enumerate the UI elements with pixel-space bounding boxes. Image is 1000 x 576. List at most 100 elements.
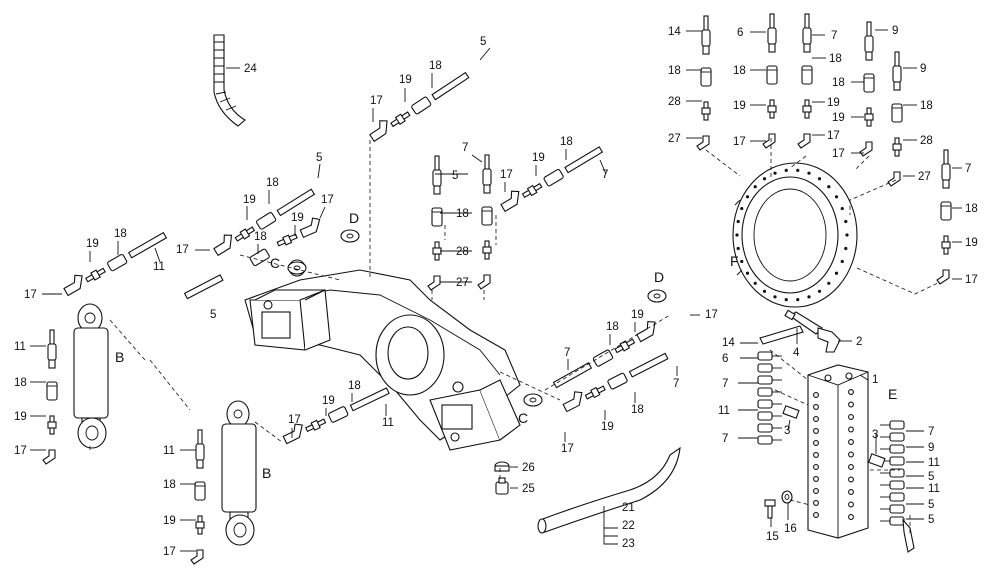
- ring-hole: [796, 168, 800, 172]
- coupling-nut: [411, 96, 432, 115]
- coupling-nut: [863, 73, 875, 93]
- manifold-port: [813, 476, 819, 482]
- callout-18: 18: [266, 177, 279, 189]
- ring-hole: [840, 259, 844, 264]
- washer-16: [781, 490, 793, 504]
- callout-19: 19: [399, 74, 412, 86]
- adapter-fitting: [889, 480, 905, 490]
- callout-D: D: [349, 210, 359, 226]
- coupling-nut: [700, 67, 712, 87]
- elbow-fitting: [500, 190, 520, 213]
- callout-7: 7: [462, 142, 468, 154]
- straight-adapter-hex: [864, 113, 874, 121]
- callout-23: 23: [622, 538, 635, 550]
- callout-27: 27: [668, 133, 681, 145]
- inline-fitting: [369, 120, 388, 143]
- callout-28: 28: [668, 96, 681, 108]
- callout-18: 18: [456, 208, 469, 220]
- elbow-fitting: [427, 275, 441, 291]
- hose-end-14-manifold: [759, 325, 804, 345]
- inline-fitting: [411, 96, 432, 115]
- ring-hole: [784, 298, 788, 302]
- coupling-nut: [328, 406, 349, 423]
- callout-17: 17: [176, 244, 189, 256]
- inline-fitting: [107, 254, 128, 272]
- hose-end-tip: [196, 459, 204, 469]
- hose-end-stem: [703, 15, 709, 31]
- inline-fitting: [213, 234, 233, 257]
- callout-3: 3: [784, 425, 790, 437]
- manifold-port: [848, 401, 854, 408]
- callout-28: 28: [456, 246, 469, 258]
- hose-end-stem: [769, 13, 775, 29]
- adapter-fitting: [757, 351, 773, 361]
- adapter-hex: [90, 269, 101, 281]
- callout-21: 21: [622, 502, 635, 514]
- inline-fitting: [543, 168, 564, 187]
- callout-18: 18: [733, 65, 746, 77]
- ring-hole: [773, 171, 777, 175]
- plain-washer-hole: [653, 293, 661, 299]
- ring-hole: [735, 233, 739, 237]
- manifold-right-fittings: [880, 420, 915, 553]
- callout-5: 5: [480, 36, 486, 48]
- callout-C: C: [270, 255, 280, 271]
- ring-hole: [762, 289, 767, 293]
- hose-end-body: [47, 343, 57, 361]
- inline-fitting: [564, 146, 604, 174]
- hose-end-tip: [942, 179, 950, 189]
- hose-end-stem: [804, 13, 810, 29]
- straight-adapter-hex: [767, 105, 777, 113]
- callout-22: 22: [622, 520, 635, 532]
- leader-line: [859, 374, 869, 381]
- callout-7: 7: [673, 378, 679, 390]
- manifold-port: [848, 501, 854, 508]
- manifold-port: [848, 439, 854, 445]
- callout-11: 11: [163, 445, 175, 457]
- protective-hose-21: [537, 446, 681, 534]
- coupling-nut: [481, 206, 493, 226]
- callout-19: 19: [243, 194, 256, 206]
- callout-11: 11: [14, 341, 26, 353]
- manifold-port: [848, 451, 854, 458]
- hose-end-stem: [894, 51, 900, 67]
- ring-hole: [736, 219, 740, 224]
- adapter-fitting: [889, 492, 905, 502]
- callout-18: 18: [163, 479, 176, 491]
- hose-end-tip: [865, 51, 873, 61]
- ring-hole: [796, 298, 800, 302]
- ring-hole: [840, 206, 844, 211]
- inline-fitting: [328, 406, 349, 423]
- callout-7: 7: [722, 433, 728, 445]
- inline-fitting: [276, 233, 298, 247]
- callout-26: 26: [522, 462, 535, 474]
- hose-end-long: [628, 352, 669, 378]
- manifold-port: [813, 428, 819, 434]
- adapter-hex: [394, 113, 406, 126]
- callout-leader-lines: [30, 29, 962, 552]
- hose-end-stem: [197, 429, 203, 445]
- adapter-fitting: [889, 504, 905, 514]
- callout-18: 18: [254, 231, 267, 243]
- callout-17: 17: [832, 148, 845, 160]
- adapter-fitting: [757, 387, 773, 397]
- hydraulic-fittings: [42, 13, 952, 565]
- ring-hole: [834, 271, 839, 275]
- coupling-nut: [256, 212, 277, 230]
- callout-19: 19: [733, 100, 746, 112]
- callout-11: 11: [153, 261, 165, 273]
- inline-fitting: [234, 226, 256, 242]
- adapter-fitting: [889, 432, 905, 442]
- callout-27: 27: [456, 277, 469, 289]
- callout-5: 5: [210, 309, 216, 321]
- hose-end-body: [195, 443, 205, 461]
- ring-hole: [740, 259, 744, 264]
- callout-17: 17: [370, 95, 383, 107]
- hose-end-5-bottom: [902, 518, 915, 553]
- elbow-fitting: [190, 549, 204, 565]
- callout-7: 7: [831, 30, 837, 42]
- adapter-fitting: [889, 444, 905, 454]
- manifold-port: [813, 392, 819, 398]
- inline-fitting: [500, 190, 520, 213]
